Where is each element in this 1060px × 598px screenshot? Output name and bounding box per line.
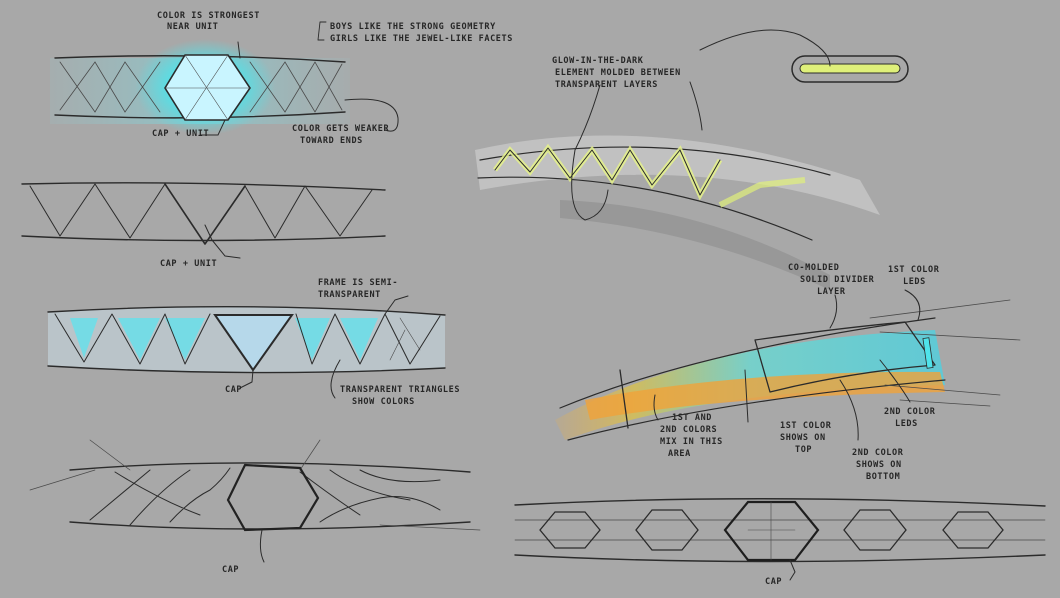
note-boys-girls: BOYS LIKE THE STRONG GEOMETRY GIRLS LIKE… bbox=[330, 22, 513, 44]
note-first-color-top: 1ST COLOR SHOWS ON TOP bbox=[780, 421, 837, 455]
note-transparent-triangles: TRANSPARENT TRIANGLES SHOW COLORS bbox=[340, 385, 466, 407]
note-frame-semi: FRAME IS SEMI- TRANSPARENT bbox=[318, 278, 404, 300]
note-cap-unit-2: CAP + UNIT bbox=[160, 259, 217, 269]
note-cap-3: CAP bbox=[765, 577, 782, 587]
note-color-strongest: COLOR IS STRONGEST NEAR UNIT bbox=[157, 11, 266, 32]
note-second-color-leds: 2ND COLOR LEDS bbox=[884, 407, 941, 429]
note-colors-mix: 1ST AND 2ND COLORS MIX IN THIS AREA bbox=[660, 413, 729, 459]
sketch-organic-web bbox=[29, 439, 481, 563]
sketch-plain-truss bbox=[21, 182, 386, 259]
note-second-color-bottom: 2ND COLOR SHOWS ON BOTTOM bbox=[852, 448, 909, 482]
note-first-color-leds: 1ST COLOR LEDS bbox=[888, 265, 945, 287]
note-glow-dark: GLOW-IN-THE-DARK ELEMENT MOLDED BETWEEN … bbox=[552, 56, 687, 90]
sketch-color-triangles bbox=[47, 295, 446, 399]
note-color-weaker: COLOR GETS WEAKER TOWARD ENDS bbox=[292, 124, 395, 146]
note-cap-2: CAP bbox=[222, 565, 239, 575]
note-cap-1: CAP bbox=[225, 385, 242, 395]
sketch-two-color-led bbox=[555, 289, 1021, 441]
sketch-glow-band bbox=[50, 39, 399, 136]
sketch-glow-zigzag bbox=[475, 29, 909, 290]
note-comolded: CO-MOLDED SOLID DIVIDER LAYER bbox=[788, 263, 880, 297]
note-cap-unit-1: CAP + UNIT bbox=[152, 129, 209, 139]
sketch-hex-band bbox=[514, 498, 1046, 581]
